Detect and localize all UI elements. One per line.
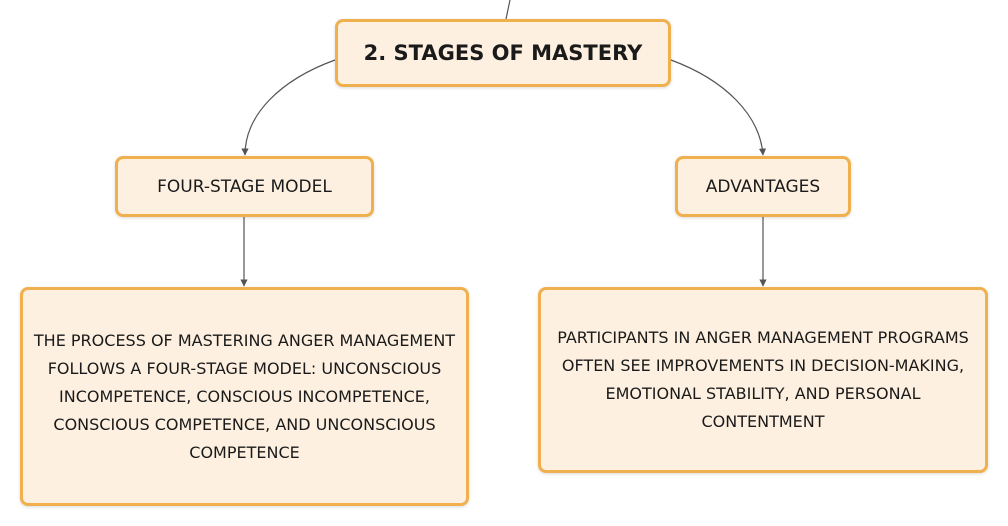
leaf-node-text-advantages: PARTICIPANTS IN ANGER MANAGEMENT PROGRAM… xyxy=(557,328,969,431)
leaf-node-text-four-stage-model: THE PROCESS OF MASTERING ANGER MANAGEMEN… xyxy=(33,330,456,462)
branch-node-label-advantages: ADVANTAGES xyxy=(705,176,821,197)
connector-root-to-advantages xyxy=(670,59,767,156)
root-node-stages-of-mastery[interactable]: 2. STAGES OF MASTERY xyxy=(335,19,671,87)
branch-node-four-stage-model[interactable]: FOUR-STAGE MODEL xyxy=(115,156,374,217)
leaf-node-four-stage-model-detail[interactable]: THE PROCESS OF MASTERING ANGER MANAGEMEN… xyxy=(20,287,469,506)
root-node-label: 2. STAGES OF MASTERY xyxy=(363,41,643,65)
connector-from-parent xyxy=(505,0,511,20)
branch-node-label-four-stage-model: FOUR-STAGE MODEL xyxy=(157,176,332,197)
branch-node-advantages[interactable]: ADVANTAGES xyxy=(675,156,851,217)
connector-root-to-four-stage-model xyxy=(241,59,336,156)
leaf-node-advantages-detail[interactable]: PARTICIPANTS IN ANGER MANAGEMENT PROGRAM… xyxy=(538,287,988,473)
